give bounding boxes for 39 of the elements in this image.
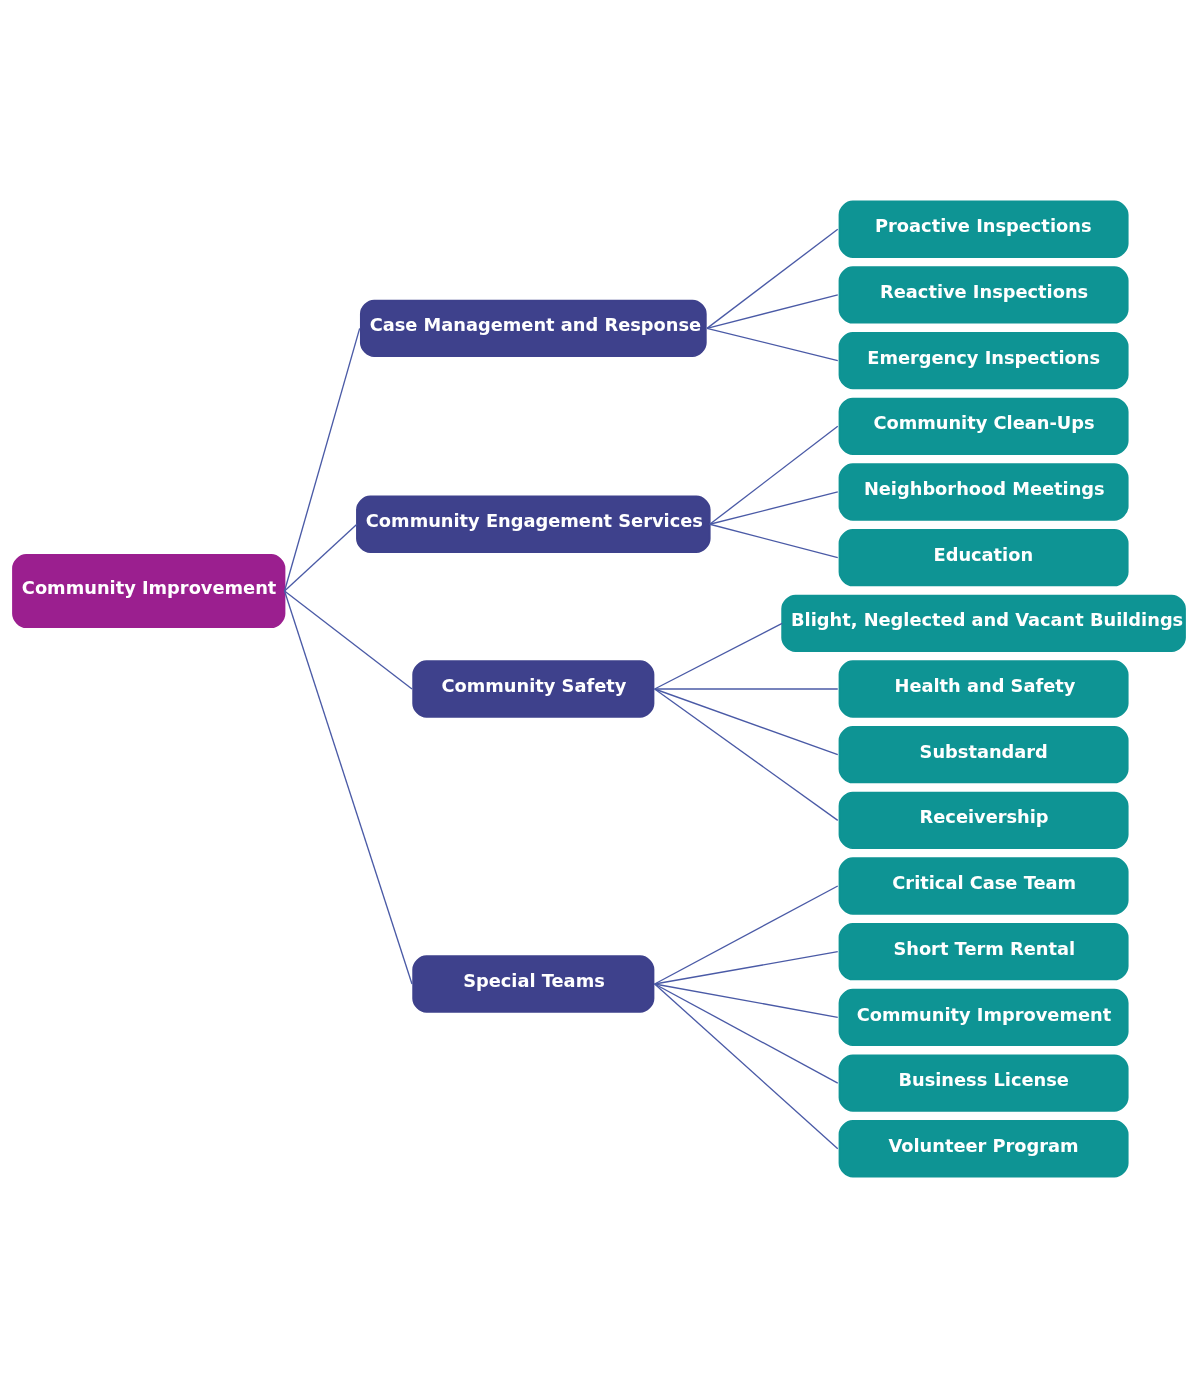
connector [709,491,839,525]
node-box: Case Management and Response [359,299,707,357]
node-box: Special Teams [412,955,655,1013]
node-box: Business License [838,1054,1129,1112]
connector [706,228,839,330]
connector [283,327,361,592]
connector [283,590,413,985]
node-box: Community Clean-Ups [838,397,1129,455]
connector [654,688,839,821]
node-box: Reactive Inspections [838,266,1129,324]
node-box: Community Improvement [12,554,286,629]
node-box: Substandard [838,726,1129,784]
connector [654,951,839,985]
connector [654,622,783,690]
node-box: Volunteer Program [838,1120,1129,1178]
node-box: Blight, Neglected and Vacant Buildings [781,594,1186,652]
connector [654,983,839,1084]
connector [654,688,839,690]
node-box: Critical Case Team [838,857,1129,915]
connector [709,523,839,559]
connector [654,983,839,1019]
connector [706,294,839,330]
node-box: Short Term Rental [838,923,1129,981]
connector [654,688,839,756]
connector [283,523,358,592]
node-box: Health and Safety [838,660,1129,718]
node-box: Community Improvement [838,988,1129,1047]
node-box: Neighborhood Meetings [838,463,1129,521]
connector [283,590,413,690]
node-box: Receivership [838,791,1129,849]
node-box: Community Safety [412,660,655,718]
node-box: Community Engagement Services [356,495,711,553]
node-box: Education [838,529,1129,587]
node-box: Proactive Inspections [838,200,1129,258]
node-box: Emergency Inspections [838,331,1129,390]
connector [709,425,839,525]
connector [654,885,839,985]
connector [706,327,839,362]
connector [654,983,839,1150]
